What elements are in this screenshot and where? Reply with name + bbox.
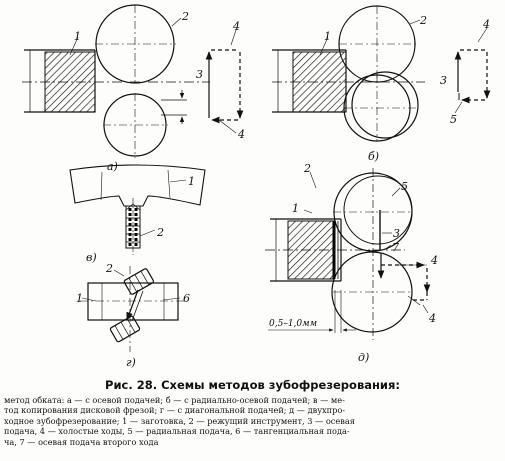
gear-hobbing-schemes: 1 2 3 4 4 а) <box>22 4 491 369</box>
scheme-v <box>69 164 206 255</box>
scheme-d-blank <box>287 220 335 280</box>
scheme-d-label-4-top: 4 <box>430 254 438 267</box>
scheme-a-label-4-top: 4 <box>232 20 240 33</box>
scheme-a-label-1: 1 <box>74 30 81 43</box>
scheme-b-blank <box>292 51 347 113</box>
scheme-d-label-1: 1 <box>292 202 299 215</box>
caption-line: ходное зубофрезерование; 1 — заготовка, … <box>4 415 355 426</box>
scheme-b-label-4: 4 <box>482 18 490 31</box>
scheme-d-label-7: 7 <box>392 241 399 254</box>
scheme-b-label-3: 3 <box>440 74 447 87</box>
figure-caption: Рис. 28. Схемы методов зубофрезерования:… <box>4 378 501 447</box>
scheme-v-label-1: 1 <box>188 175 195 188</box>
caption-line: ча, 7 — осевая подача второго хода <box>4 436 159 447</box>
scheme-g-hob-bottom <box>109 315 141 343</box>
scheme-a-label-3: 3 <box>196 68 203 81</box>
caption-line: подача, 4 — холостые ходы, 5 — радиальна… <box>4 426 350 437</box>
scheme-g-blank <box>87 282 179 321</box>
scheme-g-caption: г) <box>126 356 136 369</box>
caption-line: тод копирования дисковой фрезой; г — с д… <box>4 405 346 416</box>
scheme-g-diagonal-feed-arrow <box>126 289 139 321</box>
scheme-d-label-3: 3 <box>393 227 400 240</box>
scheme-d <box>265 168 431 340</box>
scheme-d-label-2: 2 <box>303 162 311 175</box>
scheme-d-label-4-bottom: 4 <box>428 312 436 325</box>
scheme-g-label-1: 1 <box>76 292 83 305</box>
scheme-v-caption: в) <box>86 251 97 264</box>
caption-line: метод обката: а — с осевой подачей; б — … <box>4 395 345 405</box>
scheme-b-label-2: 2 <box>419 14 427 27</box>
scheme-b <box>272 5 491 142</box>
scheme-a-label-4-bottom: 4 <box>237 128 245 141</box>
scheme-g <box>80 266 186 352</box>
scheme-a-caption: а) <box>107 160 118 173</box>
scheme-a <box>22 4 244 158</box>
scheme-a-label-2: 2 <box>181 10 189 23</box>
scheme-b-label-1: 1 <box>324 30 331 43</box>
scheme-b-label-5: 5 <box>450 113 457 126</box>
scheme-v-blank <box>69 164 206 207</box>
scheme-a-blank <box>44 51 96 113</box>
scheme-g-label-6: 6 <box>183 292 190 305</box>
figure-caption-body: метод обката: а — с осевой подачей; б — … <box>4 395 501 447</box>
scheme-b-caption: б) <box>368 150 379 163</box>
scheme-d-hob-bottom <box>331 251 413 333</box>
scheme-g-hob-top <box>123 268 154 295</box>
scheme-d-caption: д) <box>358 351 369 364</box>
scheme-d-label-5: 5 <box>401 180 408 193</box>
scheme-d-clearance-dimension: 0,5–1,0мм <box>269 319 317 329</box>
scheme-g-label-2: 2 <box>105 262 113 275</box>
figure-caption-title: Рис. 28. Схемы методов зубофрезерования: <box>105 378 400 392</box>
scheme-v-label-2: 2 <box>156 226 164 239</box>
scheme-b-hob-bottom-a <box>351 71 419 139</box>
